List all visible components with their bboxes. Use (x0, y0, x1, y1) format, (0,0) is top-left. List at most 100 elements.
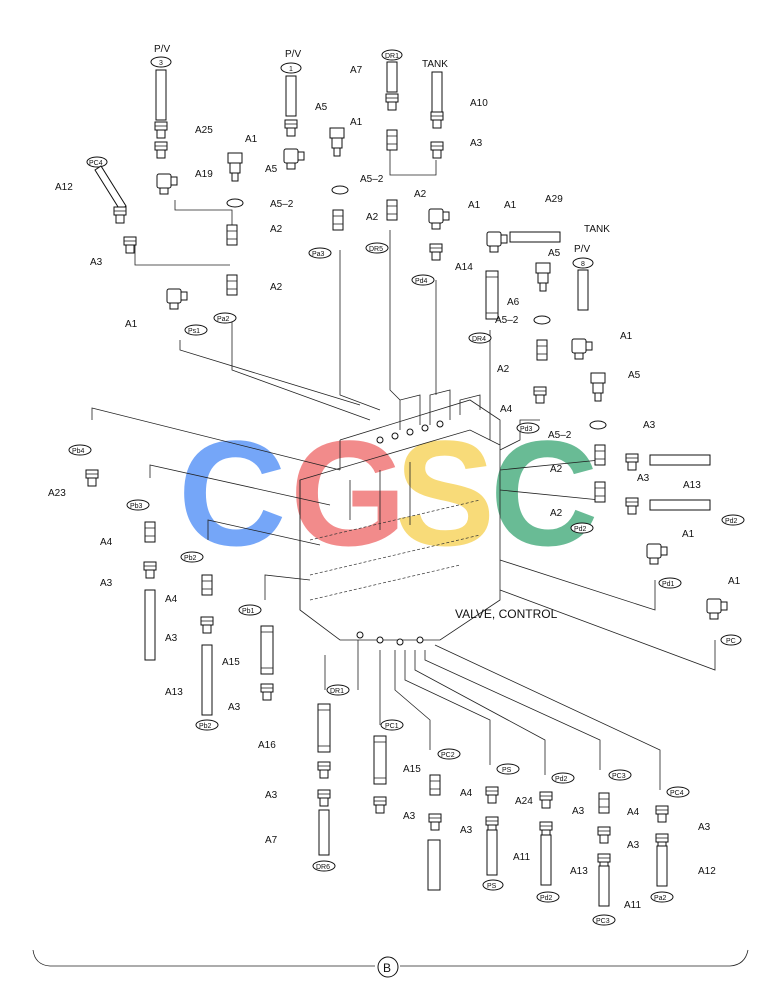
pill-pd2-a: Pd2 (555, 776, 568, 783)
label-a5-mid: A5 (315, 102, 328, 113)
label-a23: A23 (48, 488, 66, 499)
pill-dr4: DR4 (472, 336, 486, 343)
label-a7-top: A7 (350, 65, 363, 76)
label-a10: A10 (470, 98, 488, 109)
label-a3-c: A3 (627, 840, 640, 851)
tank-right-label: TANK (584, 224, 610, 235)
pill-pc4-left: PC4 (89, 160, 103, 167)
pill-pc-right: PC (726, 638, 736, 645)
right-top-group: A1 A29 TANK A6 DR4 A5 A5–2 A2 A4 Pd3 P/V… (468, 194, 641, 441)
label-a3-dr: A3 (265, 790, 278, 801)
pill-pd2-mid: Pd2 (574, 526, 587, 533)
label-a2-right-mid1: A2 (550, 464, 563, 475)
pv1-group: P/V 1 A1 A5 A5–2 A2 Pa3 (245, 49, 384, 259)
pill-pc4-bottom: PC4 (670, 790, 684, 797)
pill-pb1: Pb1 (242, 608, 255, 615)
label-a5-2-left: A5–2 (270, 199, 294, 210)
label-a5-2-right2: A5–2 (548, 430, 572, 441)
label-a24: A24 (515, 796, 533, 807)
label-a3-l2: A3 (165, 633, 178, 644)
label-a3-top: A3 (470, 138, 483, 149)
watermark-letter-c2: C (490, 409, 598, 577)
label-a1-ps1: A1 (125, 319, 138, 330)
label-a2-right2: A2 (550, 508, 563, 519)
watermark-letter-g: G (290, 409, 407, 577)
label-a4-l2: A4 (165, 594, 178, 605)
label-a7-bottom: A7 (265, 835, 278, 846)
valve-control-callout: VALVE, CONTROL (455, 607, 558, 621)
label-a4-c: A4 (627, 807, 640, 818)
pv1-number: 1 (289, 66, 293, 73)
pill-pd1: Pd1 (662, 581, 675, 588)
pill-pd3: Pd3 (520, 426, 533, 433)
pill-ps-bottom: PS (487, 883, 497, 890)
right-mid-group: A2 A3 A2 A3 A13 Pd2 Pd2 A1 Pd1 A1 PC VAL… (455, 420, 745, 646)
label-a19: A19 (195, 169, 213, 180)
pill-pc1: PC1 (385, 723, 399, 730)
label-a29: A29 (545, 194, 563, 205)
pv8-number: 8 (581, 261, 585, 268)
label-a6: A6 (507, 297, 520, 308)
pill-pd2-right: Pd2 (725, 518, 738, 525)
pill-pc3: PC3 (612, 773, 626, 780)
dr1-top-pill: DR1 (385, 53, 399, 60)
label-a16: A16 (258, 740, 276, 751)
pill-pd2-b: Pd2 (540, 895, 553, 902)
label-a3-right2: A3 (637, 473, 650, 484)
label-a3-l3: A3 (228, 702, 241, 713)
label-a3-right1: A3 (643, 420, 656, 431)
label-a3-b: A3 (572, 806, 585, 817)
label-a1-mid: A1 (468, 200, 481, 211)
pill-pb4: Pb4 (72, 448, 85, 455)
label-a3-left: A3 (90, 257, 103, 268)
label-a25: A25 (195, 125, 213, 136)
label-a3-m: A3 (403, 811, 416, 822)
pill-ps1: Ps1 (188, 328, 200, 335)
section-marker-b: B (383, 961, 391, 975)
label-a11-c: A11 (624, 900, 641, 911)
label-a5-2-top: A5–2 (360, 174, 384, 185)
label-a14: A14 (455, 262, 473, 273)
label-a11-a: A11 (513, 852, 530, 863)
label-a12-left: A12 (55, 182, 73, 193)
label-a3-l1: A3 (100, 578, 113, 589)
label-a2-mid1: A2 (366, 212, 379, 223)
control-valve-body (299, 389, 501, 646)
label-a13-right: A13 (683, 480, 701, 491)
label-a2-left2: A2 (270, 282, 283, 293)
label-a2-right1: A2 (497, 364, 510, 375)
pv1-label: P/V (285, 49, 301, 60)
pv3-number: 3 (159, 60, 163, 67)
label-a1-right4: A1 (728, 576, 741, 587)
label-a5-2-right: A5–2 (495, 315, 519, 326)
pill-ps: PS (502, 767, 512, 774)
label-a13-l: A13 (165, 687, 183, 698)
label-a3-d: A3 (698, 822, 711, 833)
label-a12-d: A12 (698, 866, 716, 877)
left-column-group: Pb4 A23 Pb3 A4 A3 Pb2 A4 A3 A13 Pb2 Pb1 … (48, 444, 274, 731)
label-a2-left1: A2 (270, 224, 283, 235)
dr1-top-group: DR1 A7 A1 A2 DR5 (350, 49, 427, 254)
label-a1-right-top: A1 (504, 200, 517, 211)
tank-top-group: TANK A10 A3 A1 A14 Pd4 (411, 59, 488, 286)
label-a1-top: A1 (350, 117, 363, 128)
pill-pb3: Pb3 (130, 503, 143, 510)
label-a4-right: A4 (500, 404, 513, 415)
pill-pb2-bottom: Pb2 (199, 723, 212, 730)
label-a1-right2: A1 (620, 331, 633, 342)
pill-pb2: Pb2 (184, 555, 197, 562)
pill-pa2: Pa2 (217, 316, 230, 323)
label-a5-right2: A5 (628, 370, 641, 381)
label-a1-pa: A1 (245, 134, 258, 145)
bottom-groups: DR1 A16 A3 A7 DR6 PC1 A15 A3 PC2 A4 A3 P… (258, 684, 716, 926)
pv3-hose-group: P/V 3 A25 A19 PC4 A12 A3 (55, 44, 213, 268)
pill-dr1-bottom: DR1 (330, 688, 344, 695)
pill-dr6: DR6 (316, 864, 330, 871)
label-a1-right3: A1 (682, 529, 695, 540)
pill-pc2: PC2 (441, 752, 455, 759)
tank-top-label: TANK (422, 59, 448, 70)
label-a5-pa: A5 (265, 164, 278, 175)
label-a4-m: A4 (460, 788, 473, 799)
